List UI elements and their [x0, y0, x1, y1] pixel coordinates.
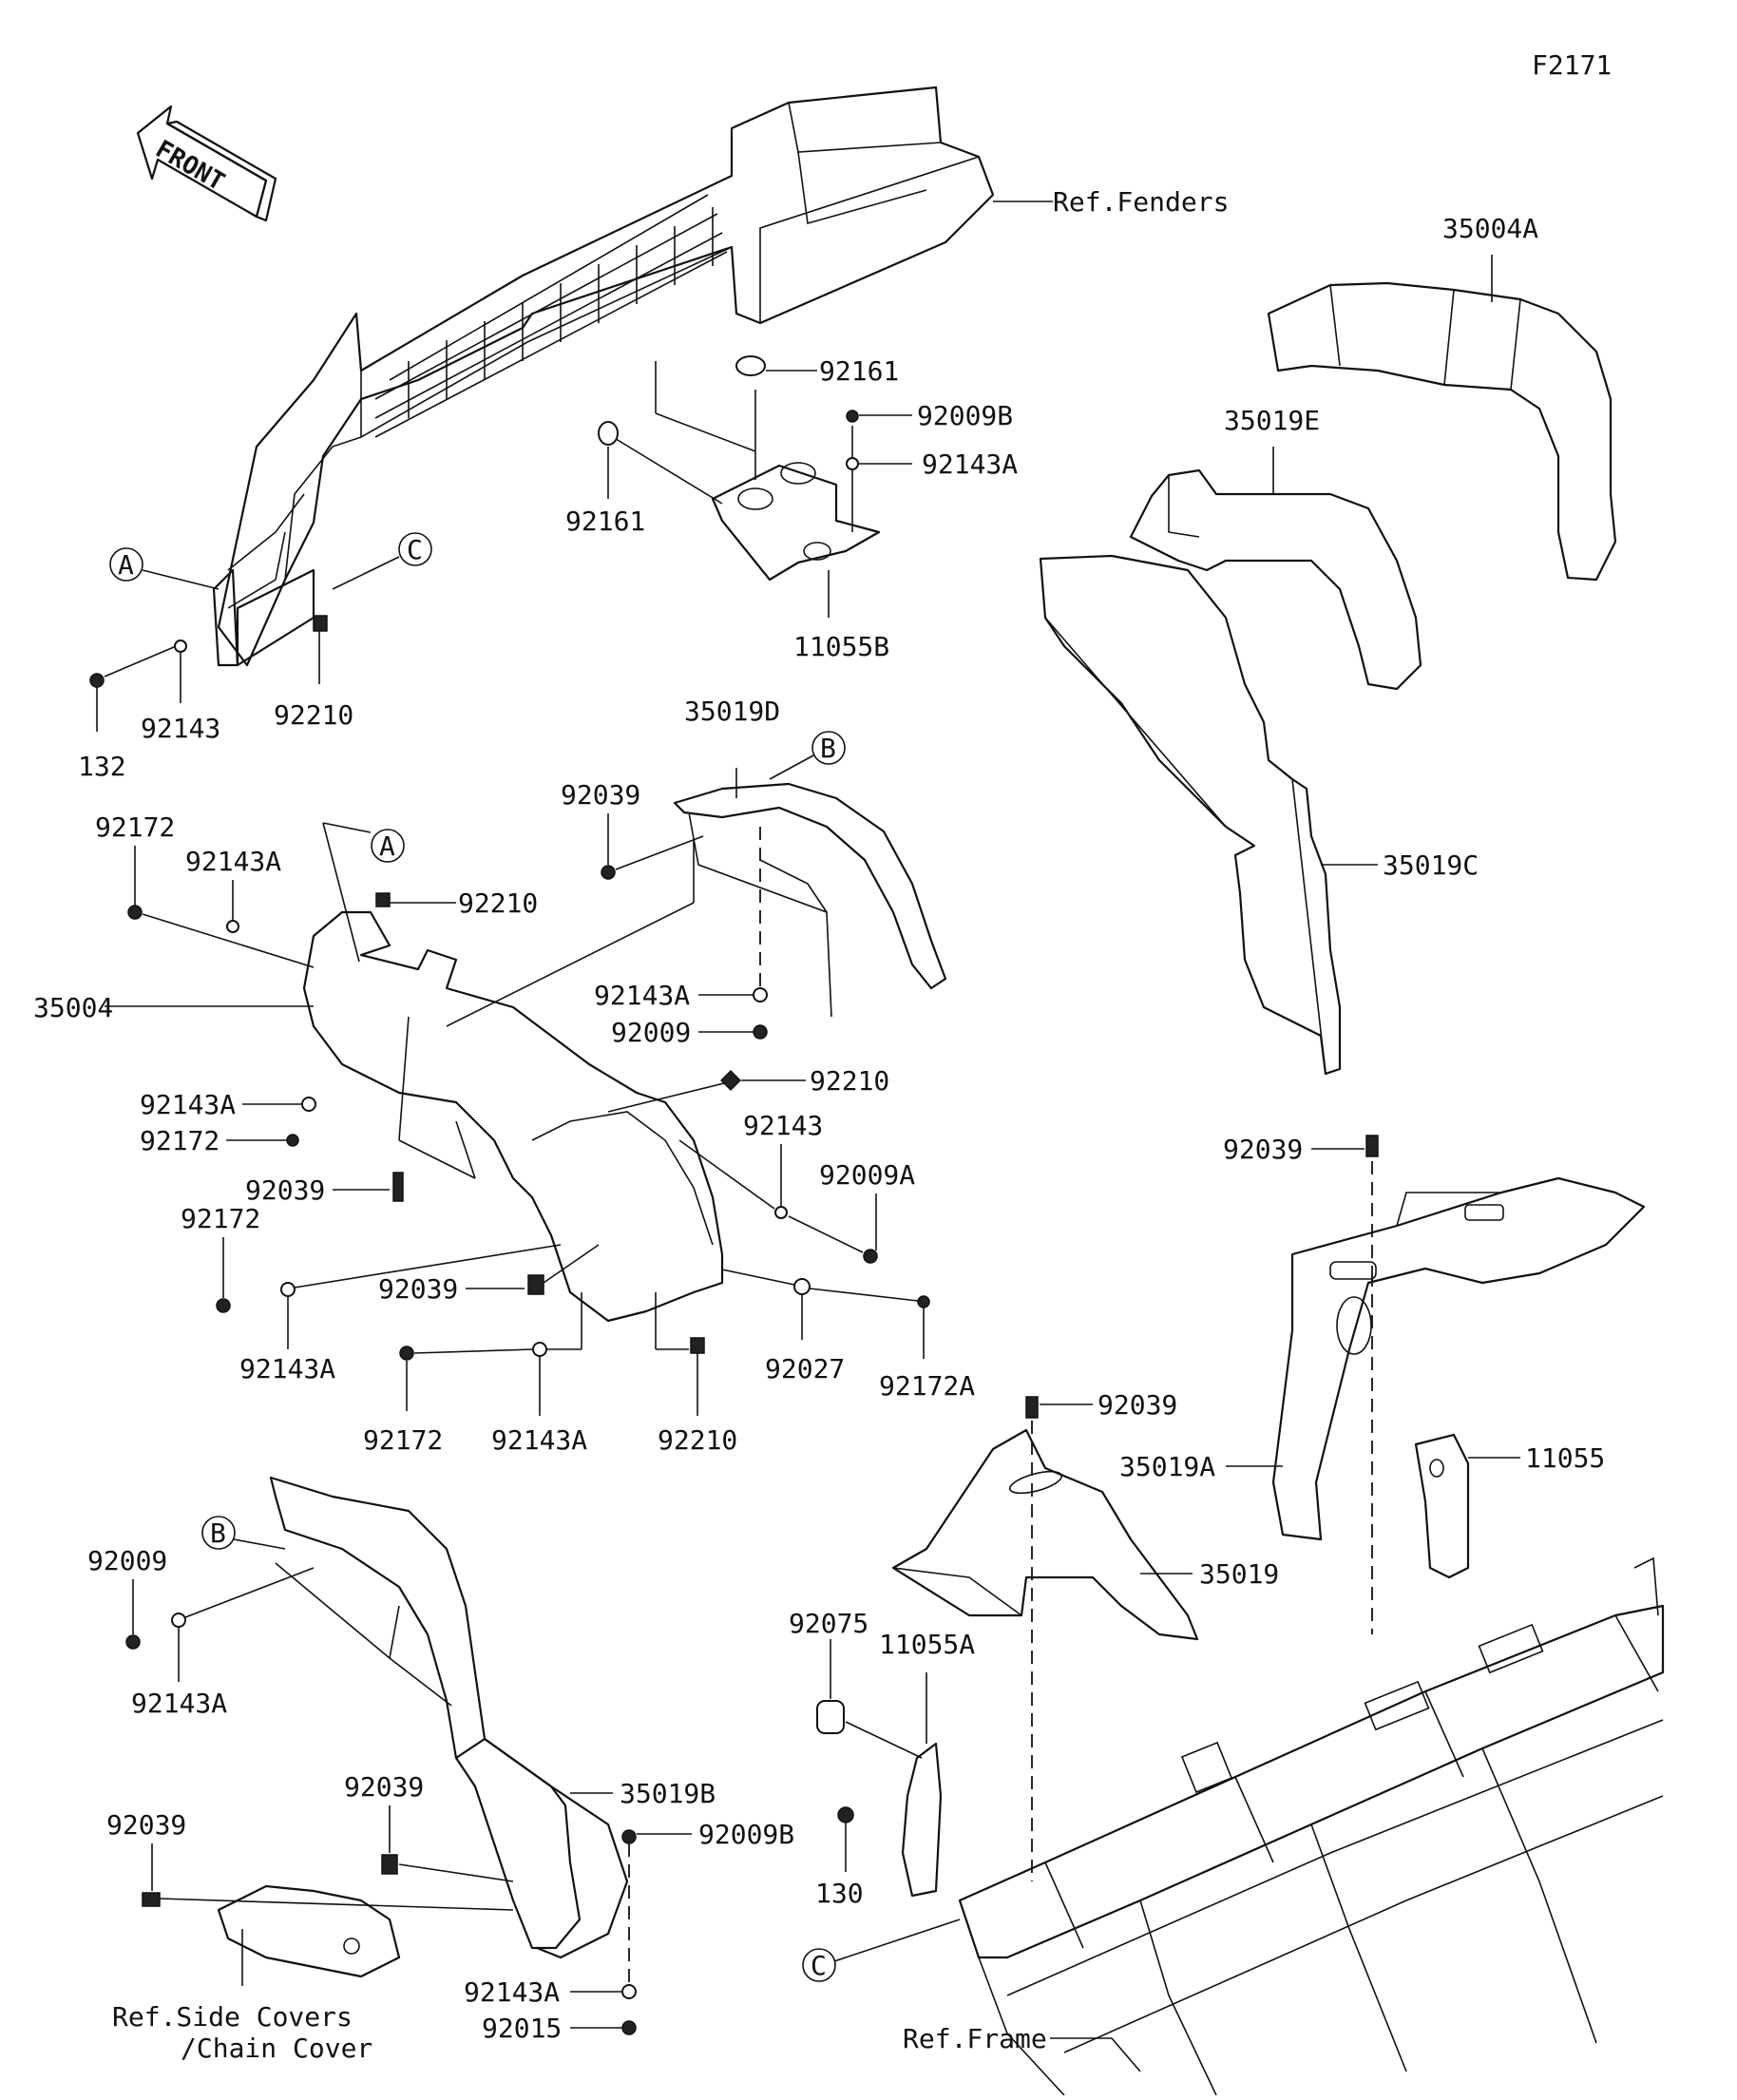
rivet-92039-b: [392, 1172, 404, 1202]
plug-92161-top: [735, 355, 766, 376]
part-label-92143a-b: 92143A: [185, 846, 281, 877]
rivet-92039-d: [527, 1274, 544, 1295]
part-label-92143a-e: 92143A: [239, 1353, 335, 1384]
callout-c-bottom: C: [811, 1950, 827, 1981]
ref-fenders-label: Ref.Fenders: [1053, 186, 1229, 218]
rivet-92039-e: [1365, 1135, 1379, 1157]
part-label-92172-b: 92172: [140, 1125, 220, 1156]
callout-c-top: C: [407, 534, 423, 565]
part-label-92143a-d: 92143A: [594, 980, 690, 1011]
part-label-92039-a: 92039: [561, 779, 640, 811]
part-label-92172-d: 92172: [363, 1424, 443, 1456]
part-label-92009b-b: 92009B: [698, 1819, 794, 1850]
part-label-130: 130: [815, 1878, 864, 1909]
part-label-35004a: 35004A: [1442, 213, 1538, 244]
part-label-92075: 92075: [789, 1608, 868, 1639]
grille-assembly: [212, 86, 995, 667]
panel-35019: [891, 1428, 1199, 1641]
part-label-92172-a: 92172: [95, 811, 175, 843]
rivet-92039-f: [1025, 1396, 1039, 1419]
part-label-92161-top: 92161: [819, 355, 899, 387]
callout-a-mid: A: [379, 830, 395, 862]
rivet-92039-a2: [142, 1892, 161, 1907]
part-label-92210-a: 92210: [274, 699, 353, 731]
bolt-130-icon: [837, 1806, 854, 1823]
panel-35004: [302, 910, 724, 1323]
ref-chain-cover-label: /Chain Cover: [181, 2033, 372, 2064]
part-label-92210-b: 92210: [458, 888, 538, 919]
part-label-92143a-top: 92143A: [922, 449, 1018, 480]
part-label-92143a-c: 92143A: [140, 1089, 236, 1120]
rivet-92039-g: [381, 1854, 398, 1875]
part-label-35004: 35004: [33, 992, 113, 1023]
bolt-132-icon: [89, 673, 105, 688]
part-label-92143-b: 92143: [743, 1110, 823, 1141]
part-label-92143a-f: 92143A: [491, 1424, 587, 1456]
part-label-11055a: 11055A: [879, 1629, 975, 1660]
part-label-11055b: 11055B: [793, 631, 889, 662]
panel-35019a: [1271, 1176, 1646, 1541]
callout-b-bottom: B: [210, 1518, 226, 1549]
part-label-92009b-top: 92009B: [917, 400, 1013, 431]
ref-side-covers-label: Ref.Side Covers: [112, 2001, 353, 2033]
part-label-11055: 11055: [1525, 1442, 1605, 1474]
damper-92075: [816, 1700, 845, 1734]
part-label-92039-f: 92039: [1098, 1389, 1177, 1421]
nut-92210-a: [313, 615, 328, 632]
part-label-92210-c: 92210: [810, 1065, 889, 1097]
part-label-92009-b: 92009: [87, 1545, 167, 1576]
part-label-35019: 35019: [1199, 1558, 1279, 1590]
part-label-92015: 92015: [482, 2013, 562, 2044]
grommet-92161-left: [598, 421, 619, 446]
part-label-92161-left: 92161: [565, 506, 645, 537]
nut-92210-b: [375, 892, 391, 907]
ref-frame-label: Ref.Frame: [903, 2023, 1047, 2054]
part-label-92039-a2: 92039: [106, 1809, 186, 1841]
part-label-92009-a: 92009: [611, 1017, 691, 1048]
part-label-92039-d: 92039: [378, 1273, 458, 1305]
part-label-92210-d: 92210: [658, 1424, 737, 1456]
part-label-92039-e: 92039: [1223, 1134, 1303, 1165]
panel-35019e: [1129, 468, 1422, 691]
front-arrow-icon: FRONT: [136, 105, 277, 222]
nut-92210-c: [720, 1070, 741, 1091]
part-label-35019c: 35019C: [1383, 850, 1479, 881]
part-label-35019e: 35019E: [1224, 405, 1320, 436]
nut-92210-d: [690, 1337, 705, 1354]
callout-a-top: A: [118, 549, 134, 581]
callout-b-mid: B: [820, 733, 836, 764]
figure-code: F2171: [1532, 49, 1612, 81]
screw-92009b: [846, 410, 859, 423]
part-label-35019b: 35019B: [620, 1778, 716, 1809]
part-label-35019a: 35019A: [1119, 1451, 1215, 1482]
bracket-11055b: [612, 361, 881, 582]
part-label-92027: 92027: [765, 1353, 845, 1384]
panel-35019b: [269, 1476, 629, 1959]
part-label-92143-a: 92143: [141, 713, 220, 744]
grille-slots: [374, 194, 728, 438]
part-label-92039-g: 92039: [344, 1771, 424, 1803]
part-label-92039-b: 92039: [245, 1174, 325, 1206]
part-label-35019d: 35019D: [684, 696, 780, 727]
bracket-11055a: [901, 1742, 943, 1898]
panel-35019d: [673, 782, 947, 1018]
vehicle-frame: [958, 1556, 1665, 2096]
panel-35004a: [1267, 281, 1617, 582]
side-cover-ref: [217, 1884, 401, 1978]
part-label-92172a: 92172A: [879, 1370, 975, 1402]
part-label-92143a-h: 92143A: [464, 1976, 560, 2008]
panel-35019c: [1039, 554, 1342, 1076]
part-label-132: 132: [78, 751, 126, 782]
part-label-92172-c: 92172: [181, 1203, 260, 1234]
washer-92143a: [846, 457, 859, 470]
part-label-92143a-g: 92143A: [131, 1688, 227, 1719]
part-label-92009a: 92009A: [819, 1159, 915, 1191]
bracket-11055: [1414, 1433, 1470, 1579]
